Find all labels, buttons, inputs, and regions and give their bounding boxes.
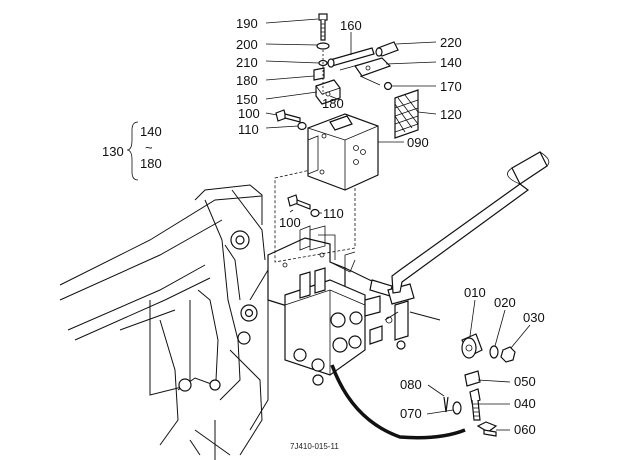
label-100-lower: 100: [279, 215, 301, 230]
label-060: 060: [514, 422, 536, 437]
label-170: 170: [440, 79, 462, 94]
label-160: 160: [340, 18, 362, 33]
label-tilde: ~: [145, 140, 153, 155]
washer-110-upper: [297, 121, 307, 131]
label-150: 150: [236, 92, 258, 107]
collar-180: [313, 67, 325, 81]
label-190: 190: [236, 16, 258, 31]
nut-050: [464, 370, 481, 387]
label-130: 130: [102, 144, 124, 159]
bolt-100-lower: [287, 194, 311, 210]
label-140-range: 140: [140, 124, 162, 139]
label-180-lower: 180: [322, 96, 344, 111]
nut-170: [383, 81, 393, 91]
label-200: 200: [236, 37, 258, 52]
hydraulic-hose: [330, 364, 466, 440]
label-140: 140: [440, 55, 462, 70]
link-140: [354, 57, 392, 77]
label-220: 220: [440, 35, 462, 50]
control-lever: [391, 151, 550, 294]
label-210: 210: [236, 55, 258, 70]
rod-end-010: [461, 333, 483, 359]
lever-guide-090: [307, 113, 379, 191]
control-valve: [284, 251, 383, 386]
label-110: 110: [238, 122, 259, 137]
label-110-lower: 110: [323, 206, 344, 221]
group-bracket: [126, 121, 139, 181]
washer-070: [452, 401, 462, 415]
label-180: 180: [236, 73, 258, 88]
label-050: 050: [514, 374, 536, 389]
bolt-190: [318, 13, 328, 41]
rod-end-040: [469, 388, 481, 421]
pin-220: [375, 41, 399, 57]
bolt-100-upper: [275, 109, 301, 123]
washer-020: [489, 345, 499, 359]
washer-110-lower: [310, 208, 320, 218]
pin-160: [327, 47, 375, 68]
bolt-060: [476, 421, 498, 437]
label-030: 030: [523, 310, 545, 325]
label-010: 010: [464, 285, 486, 300]
label-090: 090: [407, 135, 429, 150]
leader-lines: [265, 18, 531, 431]
loader-frame: [59, 184, 269, 460]
pin-080: [443, 396, 449, 413]
label-180-range: 180: [140, 156, 162, 171]
label-100: 100: [238, 106, 260, 121]
label-070: 070: [400, 406, 422, 421]
label-120: 120: [440, 107, 462, 122]
washer-200: [316, 42, 330, 50]
plate-120: [394, 89, 419, 139]
label-040: 040: [514, 396, 536, 411]
nut-030: [500, 346, 516, 363]
label-080: 080: [400, 377, 422, 392]
figure-code: 7J410-015-11: [290, 442, 339, 451]
label-020: 020: [494, 295, 516, 310]
